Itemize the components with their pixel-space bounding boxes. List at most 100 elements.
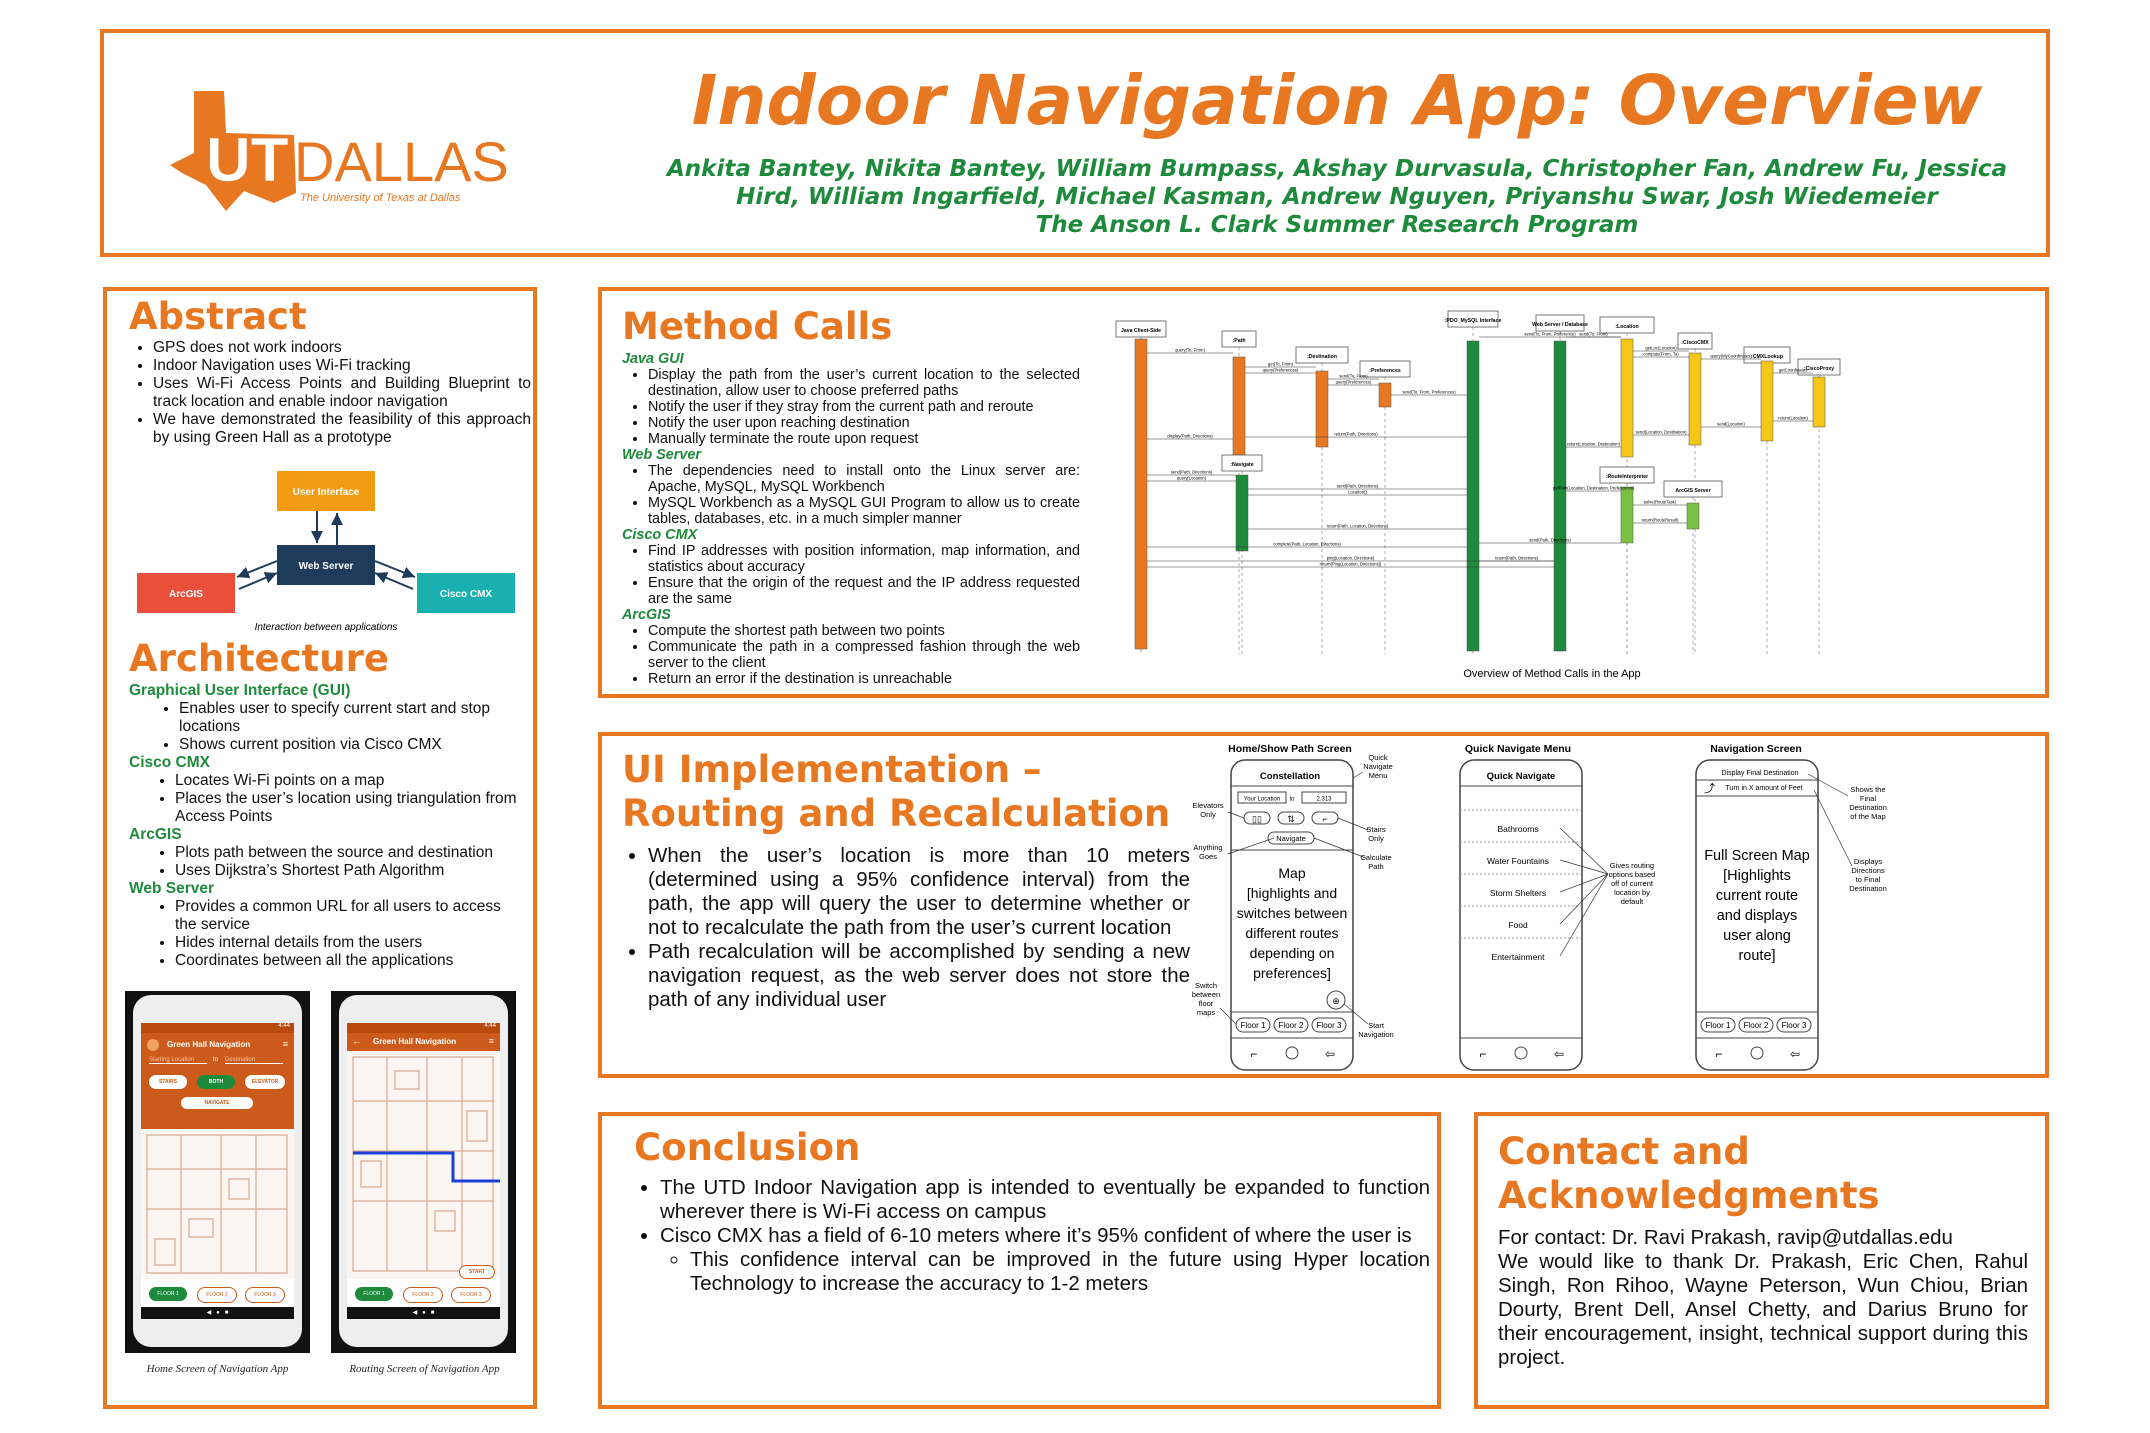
message-label: return(Path, Directions) (1334, 432, 1378, 437)
quick-nav-label: Menu (1369, 771, 1388, 780)
callout-line (1559, 827, 1609, 875)
cisco-cmx-item: Ensure that the origin of the request an… (648, 575, 1080, 607)
callout-line (1337, 817, 1369, 831)
floor-3-tab[interactable]: FLOOR 3 (245, 1287, 285, 1303)
java-gui-item: Display the path from the user’s current… (648, 367, 1080, 399)
callout-line (1559, 873, 1609, 957)
start-input[interactable]: Starting Location (149, 1057, 207, 1064)
abstract-bullets: GPS does not work indoors Indoor Navigat… (127, 339, 531, 447)
participant-label: :RouteInterpreter (1606, 474, 1648, 480)
participant-label: :CiscoCMX (1681, 340, 1709, 346)
wire-floor-label: Floor 2 (1744, 1021, 1769, 1030)
floor-2-tab[interactable]: FLOOR 2 (197, 1287, 237, 1303)
wire-floor-button (1311, 1017, 1347, 1033)
message-label: ping(Location, Directions) (1327, 556, 1375, 561)
sequence-diagram: Java Client-Side:Path:Destination:Prefer… (1115, 310, 1841, 680)
wire-floor-button (1776, 1017, 1812, 1033)
menu-icon[interactable]: ≡ (488, 1036, 494, 1046)
participant-label: :Destination (1307, 354, 1337, 360)
message-label: Location() (1348, 490, 1367, 495)
message-label: query(MyCoordinates) (1710, 354, 1752, 359)
cisco-section-title: Cisco CMX (129, 754, 210, 771)
dest-input[interactable]: Destination (225, 1057, 283, 1064)
architecture-heading: Architecture (129, 637, 389, 680)
both-button[interactable]: BOTH (197, 1075, 235, 1089)
start-button[interactable]: START (459, 1265, 495, 1279)
webserver-section-title: Web Server (129, 880, 215, 897)
navigate-button[interactable]: NAVIGATE (181, 1097, 253, 1109)
anything-label: Goes (1199, 852, 1217, 861)
wire-1-your-location: Your Location (1244, 797, 1280, 803)
stairs-label: Stairs (1366, 825, 1385, 834)
cisco-cmx-item: Find IP addresses with position informat… (648, 543, 1080, 575)
svg-text:⌐: ⌐ (1322, 814, 1327, 824)
message-label: return(Ping(Location, Directions)) (1320, 562, 1382, 567)
phone-routing-screen: 4:44 ← Green Hall Navigation ≡ (331, 991, 516, 1353)
message-label: return(Location) (1778, 416, 1808, 421)
floor-1-tab[interactable]: FLOOR 1 (149, 1287, 187, 1301)
ui-implementation-box: UI Implementation – Routing and Recalcul… (598, 732, 2049, 1078)
message-label: return(Path, Location, Directions) (1327, 524, 1389, 529)
conclusion-heading: Conclusion (634, 1126, 861, 1169)
participant-box (1535, 314, 1585, 332)
web-server-node (277, 545, 375, 585)
switch-label: Switch (1195, 981, 1217, 990)
floor-1-tab[interactable]: FLOOR 1 (355, 1287, 393, 1301)
ui-bullet: Path recalculation will be accomplished … (648, 940, 1190, 1012)
wire-1-map-text: different routes (1245, 925, 1338, 941)
phone-1-caption: Home Screen of Navigation App (146, 1363, 289, 1375)
calculate-label: Path (1368, 862, 1383, 871)
abstract-bullet: GPS does not work indoors (153, 339, 531, 357)
abstract-bullet: We have demonstrated the feasibility of … (153, 411, 531, 447)
floor-3-tab[interactable]: FLOOR 3 (451, 1287, 491, 1303)
floor-2-tab[interactable]: FLOOR 2 (403, 1287, 443, 1303)
elevator-button[interactable]: ELEVATOR (245, 1075, 285, 1089)
message-label: complete(Path, Location, Directions) (1273, 542, 1341, 547)
wire-floor-label: Floor 2 (1279, 1021, 1304, 1030)
svg-text:⊕: ⊕ (1332, 996, 1340, 1006)
switch-label: floor (1199, 999, 1214, 1008)
java-gui-item: Notify the user if they stray from the c… (648, 399, 1080, 415)
participant-box (1447, 310, 1499, 328)
conclusion-box: Conclusion The UTD Indoor Navigation app… (598, 1112, 1441, 1409)
stairs-button[interactable]: STAIRS (149, 1075, 187, 1089)
cisco-cmx-label: Cisco CMX (440, 589, 493, 600)
app-title: Green Hall Navigation (167, 1040, 251, 1049)
displays-label: Destination (1849, 884, 1887, 893)
displays-label: Directions (1851, 866, 1885, 875)
web-server-item: The dependencies need to install onto th… (648, 463, 1080, 495)
activation-bar (1620, 486, 1634, 544)
svg-text:⇦: ⇦ (1790, 1047, 1800, 1061)
arcgis-item: Return an error if the destination is un… (648, 671, 1080, 687)
message-label: compute(From, To) (1643, 352, 1679, 357)
switch-label: between (1192, 990, 1220, 999)
menu-icon[interactable]: ≡ (282, 1039, 288, 1049)
program-name: The Anson L. Clark Summer Research Progr… (1035, 212, 1639, 238)
phone-home-screen: 4:44 Green Hall Navigation ≡ Starting Lo… (125, 991, 310, 1353)
participant-label: Web Server / Database (1532, 322, 1588, 328)
message-label: query(Preferences) (1263, 368, 1299, 373)
ui-bullet: When the user’s location is more than 10… (648, 844, 1190, 940)
wire-1-title: Home/Show Path Screen (1228, 743, 1352, 755)
message-label: send(Path, Directions) (1171, 470, 1213, 475)
wire-1-map-text: [highlights and (1247, 885, 1337, 901)
activation-bar (1466, 340, 1480, 652)
quick-nav-note: options based (1609, 870, 1656, 879)
stairs-label: Only (1368, 834, 1384, 843)
header-box: UT DALLAS The University of Texas at Dal… (100, 29, 2050, 257)
participant-box (1663, 480, 1723, 498)
back-arrow-icon[interactable]: ← (352, 1036, 361, 1046)
routing-map (347, 1051, 500, 1279)
abstract-architecture-box: Abstract GPS does not work indoors Indoo… (103, 287, 537, 1409)
svg-text:⤴: ⤴ (1704, 781, 1715, 795)
participant-label: Java Client-Side (1121, 328, 1161, 334)
activation-bar (1235, 474, 1249, 552)
shows-label: Final (1860, 794, 1877, 803)
activation-bar (1620, 338, 1634, 458)
acknowledgments: We would like to thank Dr. Prakash, Eric… (1498, 1250, 2028, 1369)
arcgis-item: Communicate the path in a compressed fas… (648, 639, 1080, 671)
method-groups: Java GUI Display the path from the user’… (622, 351, 1080, 687)
participant-box (1797, 358, 1841, 376)
wire-3-map-text: user along (1723, 928, 1791, 944)
contact-heading-line-1: Contact and (1498, 1130, 1750, 1173)
